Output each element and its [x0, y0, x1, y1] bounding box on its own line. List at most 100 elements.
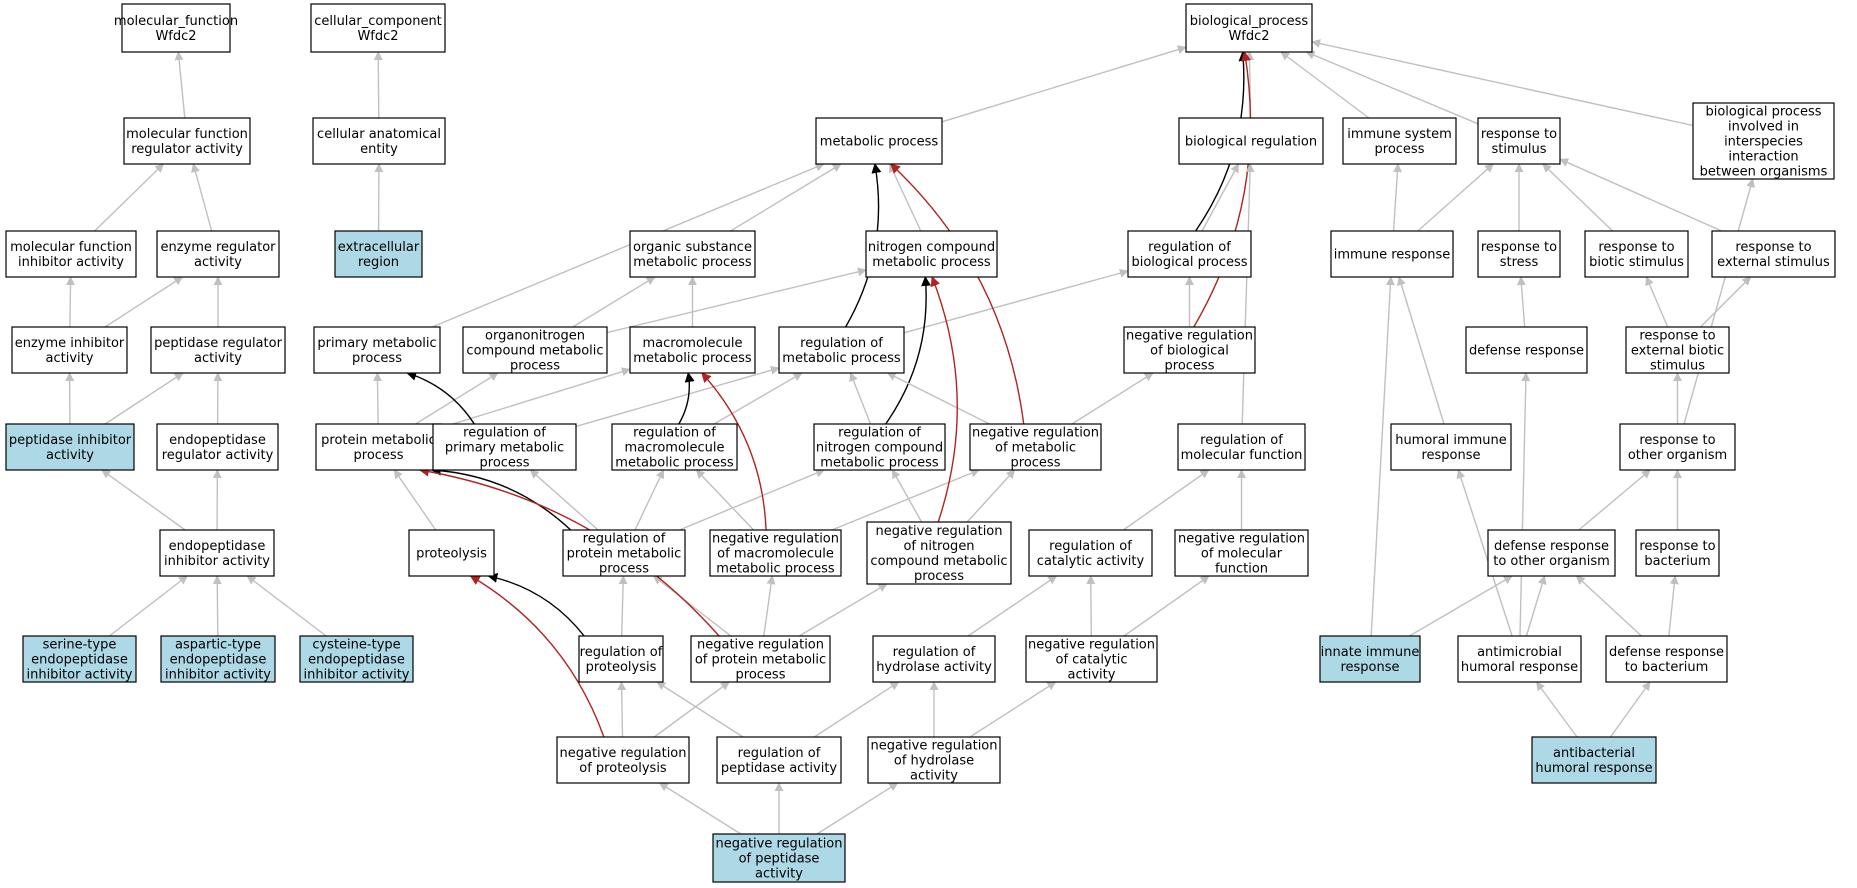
go-term-node[interactable]: proteolysis — [408, 529, 495, 577]
term-label-line: enzyme regulator — [160, 240, 276, 255]
term-box — [156, 423, 279, 471]
edge-is-a — [813, 681, 900, 738]
go-term-node[interactable]: metabolic process — [815, 117, 943, 165]
term-label-line: protein metabolic — [321, 433, 436, 448]
term-label-line: entity — [360, 142, 398, 157]
term-label-line: organic substance — [633, 240, 752, 255]
term-label-line: inhibitor activity — [18, 255, 124, 270]
edge-is-a — [1578, 469, 1651, 531]
edge-negatively-regulates — [930, 276, 958, 523]
go-term-node[interactable]: biological regulation — [1178, 117, 1324, 165]
term-label-line: negative regulation — [1178, 532, 1305, 547]
edge-is-a — [1123, 575, 1210, 637]
term-label-line: molecular function — [1181, 448, 1303, 463]
term-label-line: region — [358, 255, 399, 270]
term-label-line: of proteolysis — [579, 761, 667, 776]
edge-is-a — [618, 575, 628, 637]
term-box — [1185, 3, 1313, 53]
go-term-node[interactable]: defense response — [1465, 326, 1588, 374]
term-box — [1635, 529, 1720, 577]
term-box — [716, 736, 842, 784]
term-label-line: cellular_component — [314, 14, 442, 29]
edge-is-a — [373, 372, 383, 425]
term-box — [5, 230, 137, 278]
go-term-node[interactable]: immune response — [1330, 230, 1454, 278]
edge-is-a — [575, 365, 780, 428]
term-label-line: response to — [1639, 539, 1715, 554]
term-label-line: other organism — [1628, 448, 1727, 463]
edge-negatively-regulates — [418, 466, 720, 637]
term-label-line: metabolic process — [633, 255, 752, 270]
edge-regulates — [678, 372, 695, 425]
edge-is-a — [431, 162, 825, 328]
edge-is-a — [1519, 372, 1531, 637]
edge-is-a — [891, 469, 923, 523]
term-label-line: catalytic activity — [1037, 554, 1145, 569]
term-label-line: activity — [46, 351, 94, 366]
edge-is-a — [1201, 163, 1240, 232]
term-label-line: process — [914, 569, 964, 584]
edge-is-a — [1525, 575, 1547, 637]
edge-regulates — [406, 370, 475, 425]
term-label-line: regulation of — [838, 426, 921, 441]
